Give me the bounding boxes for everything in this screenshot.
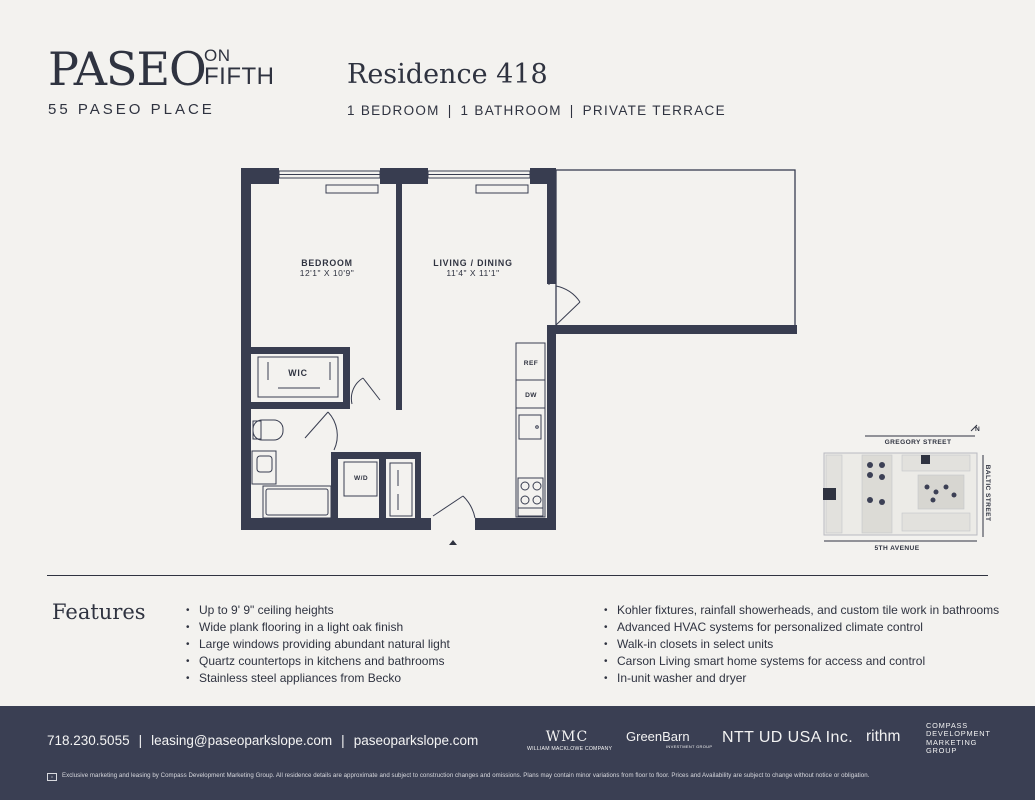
kitchen-counter	[515, 342, 546, 518]
living-dining-label: LIVING / DINING	[433, 258, 512, 268]
key-plan-east-street: BALTIC STREET	[984, 465, 991, 522]
brand-name-on: ON	[204, 46, 231, 65]
ntt-logo: NTT UD USA Inc.	[722, 729, 854, 746]
residence-specs: 1 BEDROOM | 1 BATHROOM | PRIVATE TERRACE	[347, 103, 726, 118]
doors	[304, 285, 581, 519]
compass-logo-line: MARKETING	[926, 737, 978, 747]
wmc-logo: WMC WILLIAM MACKLOWE COMPANY	[527, 729, 613, 752]
interior-walls	[251, 184, 421, 530]
greenbarn-logo-text: GreenBarn	[626, 729, 690, 744]
residence-title: Residence 418	[347, 59, 548, 90]
greenbarn-logo: GreenBarn INVESTMENT GROUP	[626, 729, 712, 749]
greenbarn-logo-subtext: INVESTMENT GROUP	[666, 744, 713, 749]
entrance-marker	[449, 540, 457, 545]
compass-logo-line: COMPASS	[926, 721, 969, 730]
disclaimer: ⌂ Exclusive marketing and leasing by Comp…	[47, 772, 997, 781]
dishwasher-label: DW	[525, 392, 537, 399]
disclaimer-text: Exclusive marketing and leasing by Compa…	[62, 772, 870, 779]
refrigerator-label: REF	[524, 360, 538, 367]
exterior-walls	[241, 168, 797, 530]
bathroom-fixtures	[251, 419, 332, 519]
brand-name: PASEO	[48, 42, 207, 96]
contact-separator: |	[341, 733, 345, 748]
rithm-logo: rithm	[866, 728, 901, 745]
feature-item: In-unit washer and dryer	[603, 670, 999, 687]
website-link[interactable]: paseoparkslope.com	[353, 733, 479, 748]
wmc-logo-subtext: WILLIAM MACKLOWE COMPANY	[527, 746, 613, 752]
wic-closet	[257, 356, 339, 398]
compass-icon: N	[970, 424, 980, 433]
living-dining-dims: 11'4" X 11'1"	[446, 268, 499, 278]
windows	[278, 170, 531, 194]
phone-link[interactable]: 718.230.5055	[47, 733, 130, 748]
compass-logo-line: DEVELOPMENT	[926, 729, 991, 739]
feature-item: Carson Living smart home systems for acc…	[603, 653, 999, 670]
feature-item: Stainless steel appliances from Becko	[185, 670, 450, 687]
feature-item: Advanced HVAC systems for personalized c…	[603, 619, 999, 636]
brand-name-fifth: FIFTH	[204, 63, 275, 90]
feature-item: Walk-in closets in select units	[603, 636, 999, 653]
key-plan: GREGORY STREET N BALTIC STREET 5TH AVENU…	[823, 424, 991, 552]
bedroom-label: BEDROOM	[301, 258, 353, 268]
wic-label: WIC	[288, 368, 308, 378]
features-list-left: Up to 9' 9" ceiling heights Wide plank f…	[185, 602, 450, 687]
svg-text:N: N	[975, 426, 980, 433]
section-divider	[47, 575, 988, 576]
washer-dryer	[343, 461, 413, 517]
compass-logo-line: GROUP	[926, 745, 958, 755]
key-plan-north-street: GREGORY STREET	[885, 439, 952, 446]
features-heading: Features	[52, 600, 146, 624]
spec-separator: |	[569, 103, 575, 118]
feature-item: Kohler fixtures, rainfall showerheads, a…	[603, 602, 999, 619]
washer-dryer-label: W/D	[354, 475, 368, 482]
features-list-right: Kohler fixtures, rainfall showerheads, a…	[603, 602, 999, 687]
equal-housing-opportunity-icon: ⌂	[47, 773, 57, 781]
floor-plan: BEDROOM 12'1" X 10'9" LIVING / DINING 11…	[241, 168, 991, 552]
compass-logo: COMPASS DEVELOPMENT MARKETING GROUP	[926, 721, 991, 755]
feature-item: Quartz countertops in kitchens and bathr…	[185, 653, 450, 670]
feature-item: Up to 9' 9" ceiling heights	[185, 602, 450, 619]
feature-item: Wide plank flooring in a light oak finis…	[185, 619, 450, 636]
contact-separator: |	[138, 733, 143, 748]
key-plan-south-street: 5TH AVENUE	[874, 545, 919, 552]
spec-bedrooms: 1 BEDROOM	[347, 103, 440, 118]
bedroom-dims: 12'1" X 10'9"	[300, 268, 355, 278]
spec-bathrooms: 1 BATHROOM	[460, 103, 562, 118]
contact-info: 718.230.5055 | leasing@paseoparkslope.com |…	[47, 733, 478, 748]
email-link[interactable]: leasing@paseoparkslope.com	[151, 733, 333, 748]
spec-terrace: PRIVATE TERRACE	[582, 103, 726, 118]
wmc-logo-text: WMC	[545, 729, 589, 745]
spec-separator: |	[447, 103, 453, 118]
terrace	[548, 169, 796, 331]
feature-item: Large windows providing abundant natural…	[185, 636, 450, 653]
footer: 718.230.5055 | leasing@paseoparkslope.com |…	[0, 706, 1035, 800]
brand-address: 55 PASEO PLACE	[48, 101, 215, 118]
